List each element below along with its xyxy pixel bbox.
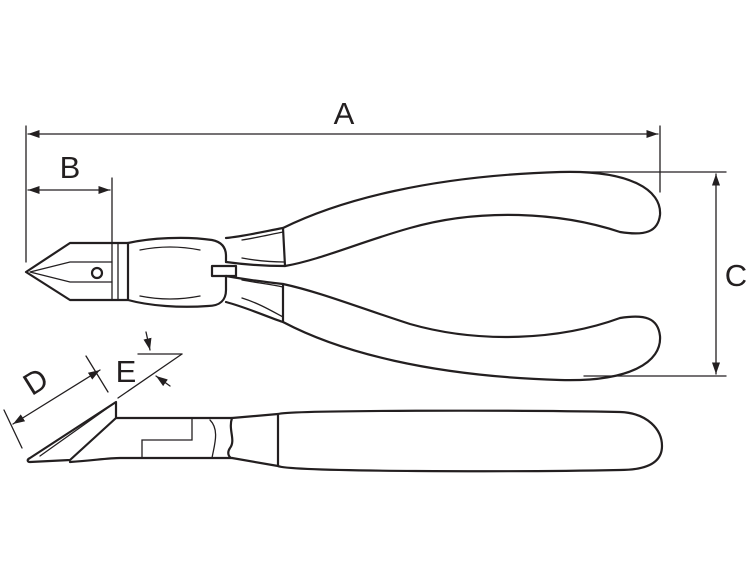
side-handle-shank [230, 412, 280, 468]
dimension-b: B [27, 150, 113, 244]
pliers-joint [126, 236, 228, 308]
pliers-side-view [26, 400, 664, 473]
side-jaw-tip [26, 400, 118, 464]
dimension-d-line [12, 369, 101, 425]
upper-handle-shank [224, 226, 287, 268]
lower-handle-grip [281, 282, 662, 382]
dimension-d-label: D [17, 361, 55, 403]
dimension-e-label: E [116, 354, 137, 389]
dimension-c-label: C [725, 258, 747, 293]
pliers-jaws [24, 241, 130, 302]
pliers-pivot-slot [210, 264, 238, 278]
dimension-e-arrow-top [143, 331, 152, 351]
lower-handle-shank [224, 274, 285, 324]
upper-handle-grip [281, 170, 662, 268]
side-handle-grip [276, 409, 664, 473]
dimension-b-label: B [60, 150, 81, 185]
dimension-a: A [25, 96, 661, 263]
dimension-d-extension-left [3, 409, 23, 449]
dimension-e: E [116, 331, 183, 399]
dimension-c: C [583, 171, 747, 377]
side-head-body [68, 416, 234, 464]
pivot-screw-icon [90, 266, 104, 280]
dimension-a-label: A [334, 96, 355, 131]
dimension-d: D [3, 355, 109, 449]
pliers-top-view [24, 170, 662, 382]
dimension-d-extension-right [85, 355, 109, 393]
dimension-e-extension-slant [117, 353, 183, 399]
dimension-e-arrow-bottom [155, 375, 171, 387]
